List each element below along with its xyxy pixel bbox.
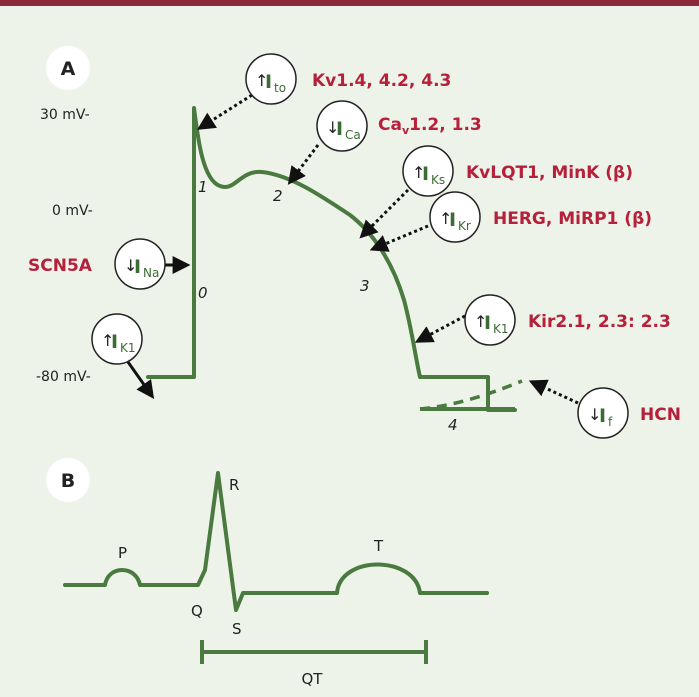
top-accent-bar — [0, 0, 699, 6]
if-sub: f — [608, 415, 613, 429]
phase-0: 0 — [198, 284, 208, 302]
ito-arrow-symbol: ↑ — [255, 71, 268, 90]
ik1b-arrow — [414, 314, 466, 343]
ik1b-bubble: ↑ I K1 — [464, 294, 516, 346]
y-label-minus80mv: -80 mV- — [36, 369, 91, 385]
phase-1: 1 — [198, 178, 208, 196]
gene-kvlqt1: KvLQT1, MinK (β) — [466, 163, 633, 183]
phase-3: 3 — [360, 277, 370, 295]
gene-scn5a: SCN5A — [28, 256, 93, 276]
if-name: I — [599, 405, 606, 427]
wave-s: S — [232, 620, 242, 638]
ikr-sub: Kr — [458, 219, 471, 233]
phase-2: 2 — [273, 187, 283, 205]
ik1a-sub: K1 — [120, 341, 136, 355]
ik1a-bubble: ↑ I K1 — [91, 313, 143, 365]
ica-name: I — [336, 118, 343, 140]
iks-arrow-symbol: ↑ — [412, 163, 425, 182]
if-bubble: ↓ I f — [577, 387, 629, 439]
ik1b-sub: K1 — [493, 322, 509, 336]
wave-p: P — [118, 544, 127, 562]
panel-a-badge — [46, 46, 90, 90]
ik1b-arrow-symbol: ↑ — [474, 312, 487, 331]
y-label-30mv: 30 mV- — [40, 107, 90, 123]
phase-4: 4 — [448, 416, 458, 434]
ik1b-name: I — [484, 312, 491, 334]
iks-sub: Ks — [431, 173, 445, 187]
if-arrow — [528, 379, 579, 405]
gene-herg: HERG, MiRP1 (β) — [493, 209, 652, 229]
panel-b-badge — [46, 458, 90, 502]
y-label-0mv: 0 mV- — [52, 203, 93, 219]
wave-q: Q — [191, 602, 203, 620]
gene-kir: Kir2.1, 2.3: 2.3 — [528, 312, 671, 332]
panel-b-label: B — [61, 470, 75, 492]
ikr-name: I — [449, 209, 456, 231]
ina-bubble: ↓ I Na — [114, 238, 166, 290]
ito-name: I — [265, 71, 272, 93]
iks-bubble: ↑ I Ks — [402, 145, 454, 197]
wave-r: R — [229, 476, 239, 494]
gene-cav: Cav1.2, 1.3 — [378, 115, 482, 137]
panel-a-label: A — [61, 58, 76, 80]
panel-b: B P Q R S T QT — [46, 458, 489, 688]
if-arrow-symbol: ↓ — [588, 405, 601, 424]
qt-interval-bracket — [200, 640, 428, 664]
gene-kv14: Kv1.4, 4.2, 4.3 — [312, 71, 451, 91]
ik1a-name: I — [111, 331, 118, 353]
ica-sub: Ca — [345, 128, 361, 142]
ik1a-arrow-symbol: ↑ — [101, 331, 114, 350]
ikr-arrow-symbol: ↑ — [439, 209, 452, 228]
ik1a-arrow — [126, 361, 155, 399]
ina-arrow-symbol: ↓ — [124, 256, 137, 275]
ica-arrow-symbol: ↓ — [326, 118, 339, 137]
ikr-arrow — [369, 224, 429, 252]
gene-hcn: HCN — [640, 405, 681, 425]
ito-bubble: ↑ I to — [245, 53, 297, 105]
ito-sub: to — [274, 81, 286, 95]
ina-name: I — [134, 256, 141, 278]
panel-a: A 30 mV- 0 mV- -80 mV- 0 1 2 3 4 ↑ I — [28, 46, 681, 439]
action-potential-trace — [146, 106, 517, 412]
pacemaker-depolarization-dashed — [419, 379, 523, 411]
wave-t: T — [373, 537, 384, 555]
qt-label: QT — [302, 670, 324, 688]
ina-sub: Na — [143, 266, 159, 280]
ikr-bubble: ↑ I Kr — [429, 191, 481, 243]
ica-bubble: ↓ I Ca — [316, 100, 368, 152]
ica-arrow — [287, 144, 320, 185]
iks-arrow — [359, 188, 410, 239]
ito-arrow — [196, 93, 253, 130]
iks-name: I — [422, 163, 429, 185]
ecg-trace — [63, 471, 489, 612]
